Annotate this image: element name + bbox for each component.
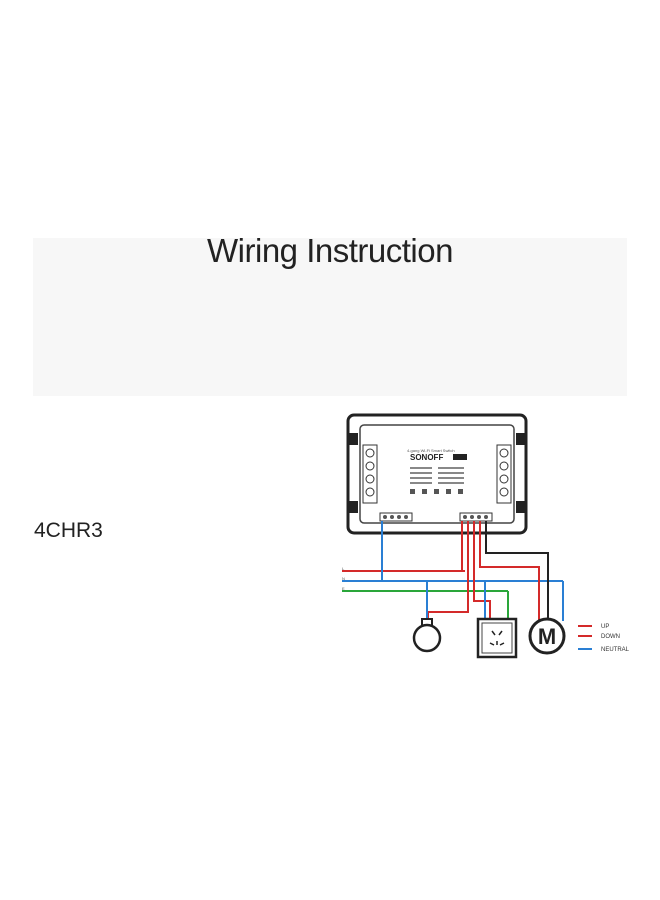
svg-text:E: E — [342, 586, 345, 591]
mains-lines — [342, 570, 563, 592]
branch-wires — [381, 521, 564, 623]
legend-neutral-label: NEUTRAL — [601, 647, 630, 653]
model-label: 4CHR3 — [34, 519, 103, 542]
bottom-terminal-strip-left — [379, 512, 413, 522]
wiring-diagram: SONOFF 4-gang Wi-Fi Smart Switch — [342, 413, 630, 659]
device-brand: SONOFF — [410, 453, 443, 462]
motor-label: M — [538, 624, 556, 649]
legend-up-label: UP — [601, 624, 609, 630]
device-badge — [453, 454, 467, 460]
device-subtitle: 4-gang Wi-Fi Smart Switch — [407, 448, 455, 453]
svg-text:L: L — [342, 566, 345, 571]
legend-down-label: DOWN — [601, 634, 620, 640]
page-title: Wiring Instruction — [207, 232, 453, 269]
socket-icon — [476, 617, 518, 659]
legend: UP DOWN NEUTRAL — [578, 624, 630, 653]
left-terminal-block — [362, 444, 378, 504]
svg-text:N: N — [342, 576, 345, 581]
motor-icon: M — [528, 617, 566, 655]
sonoff-device: SONOFF 4-gang Wi-Fi Smart Switch — [346, 413, 528, 535]
bottom-terminal-strip-right — [459, 512, 493, 522]
light-bulb-icon — [412, 618, 442, 653]
right-terminal-block — [496, 444, 512, 504]
title-panel — [33, 238, 627, 396]
